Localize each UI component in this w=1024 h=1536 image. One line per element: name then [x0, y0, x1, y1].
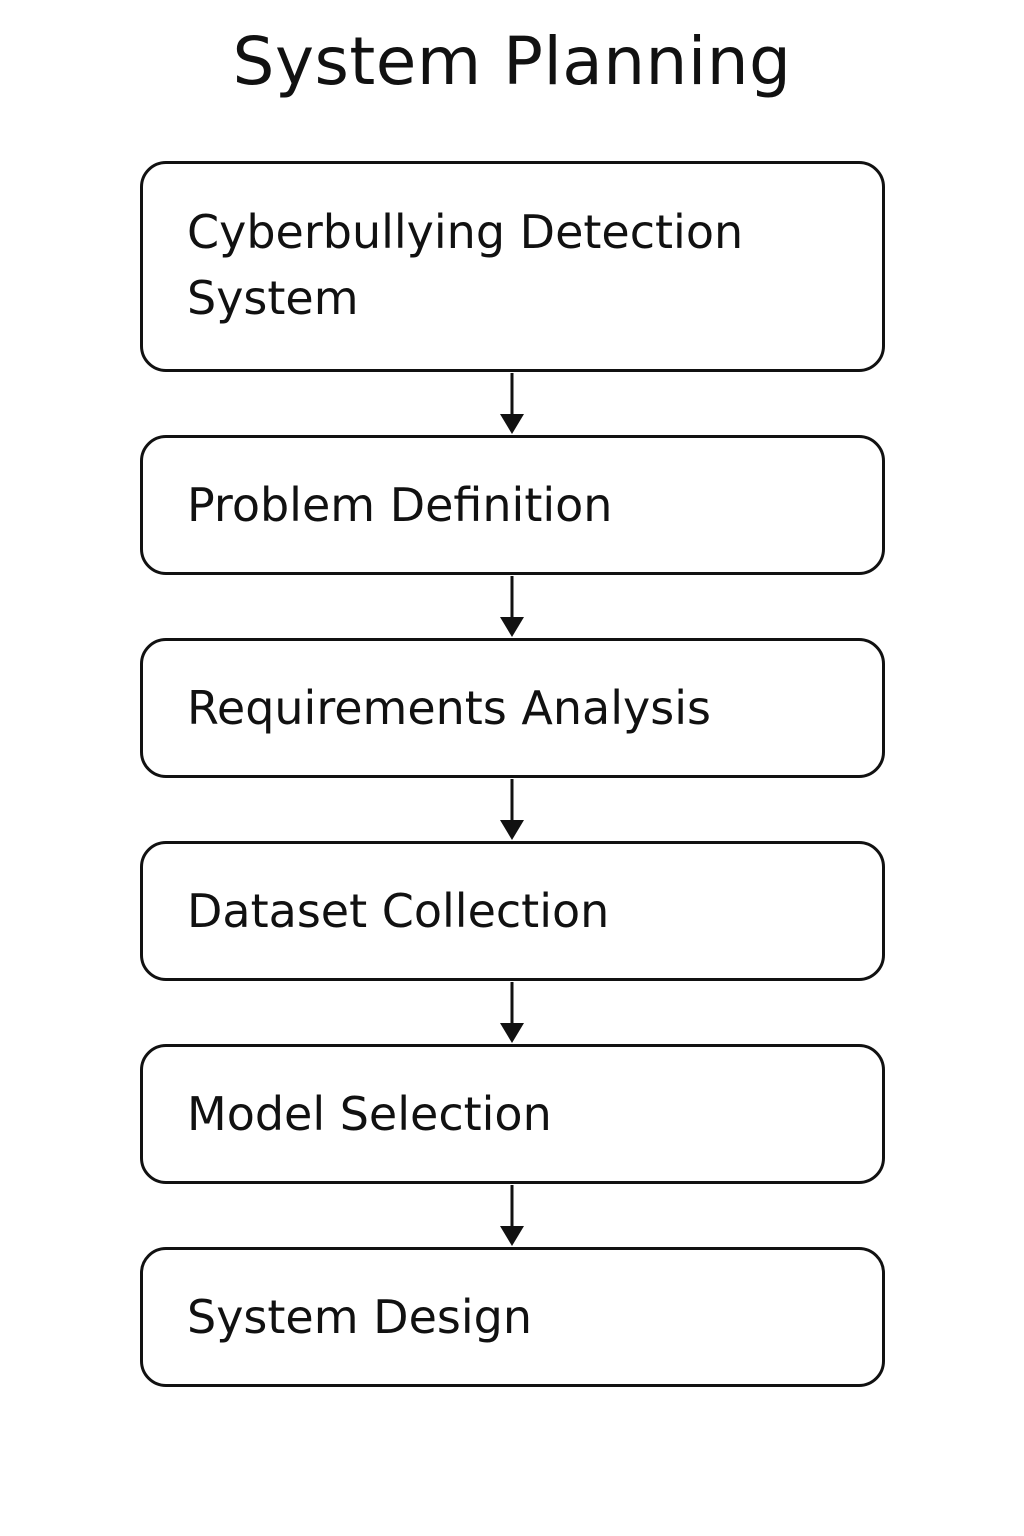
step-box-system-design: System Design: [140, 1247, 885, 1387]
step-box-dataset-collection: Dataset Collection: [140, 841, 885, 981]
step-box-problem-definition: Problem Definition: [140, 435, 885, 575]
step-box-model-selection: Model Selection: [140, 1044, 885, 1184]
step-label: Cyberbullying Detection System: [187, 204, 744, 325]
step-label: System Design: [187, 1290, 532, 1344]
arrow-3-to-4: [500, 779, 524, 840]
arrow-5-to-6: [500, 1185, 524, 1246]
step-label: Problem Definition: [187, 478, 613, 532]
arrow-2-to-3: [500, 576, 524, 637]
step-label: Dataset Collection: [187, 884, 610, 938]
step-label: Model Selection: [187, 1087, 552, 1141]
arrow-4-to-5: [500, 982, 524, 1043]
diagram-title: System Planning: [232, 23, 792, 100]
step-label: Requirements Analysis: [187, 681, 711, 735]
step-box-cyberbullying-detection-system: Cyberbullying Detection System: [140, 161, 885, 372]
step-box-requirements-analysis: Requirements Analysis: [140, 638, 885, 778]
arrow-1-to-2: [500, 373, 524, 434]
